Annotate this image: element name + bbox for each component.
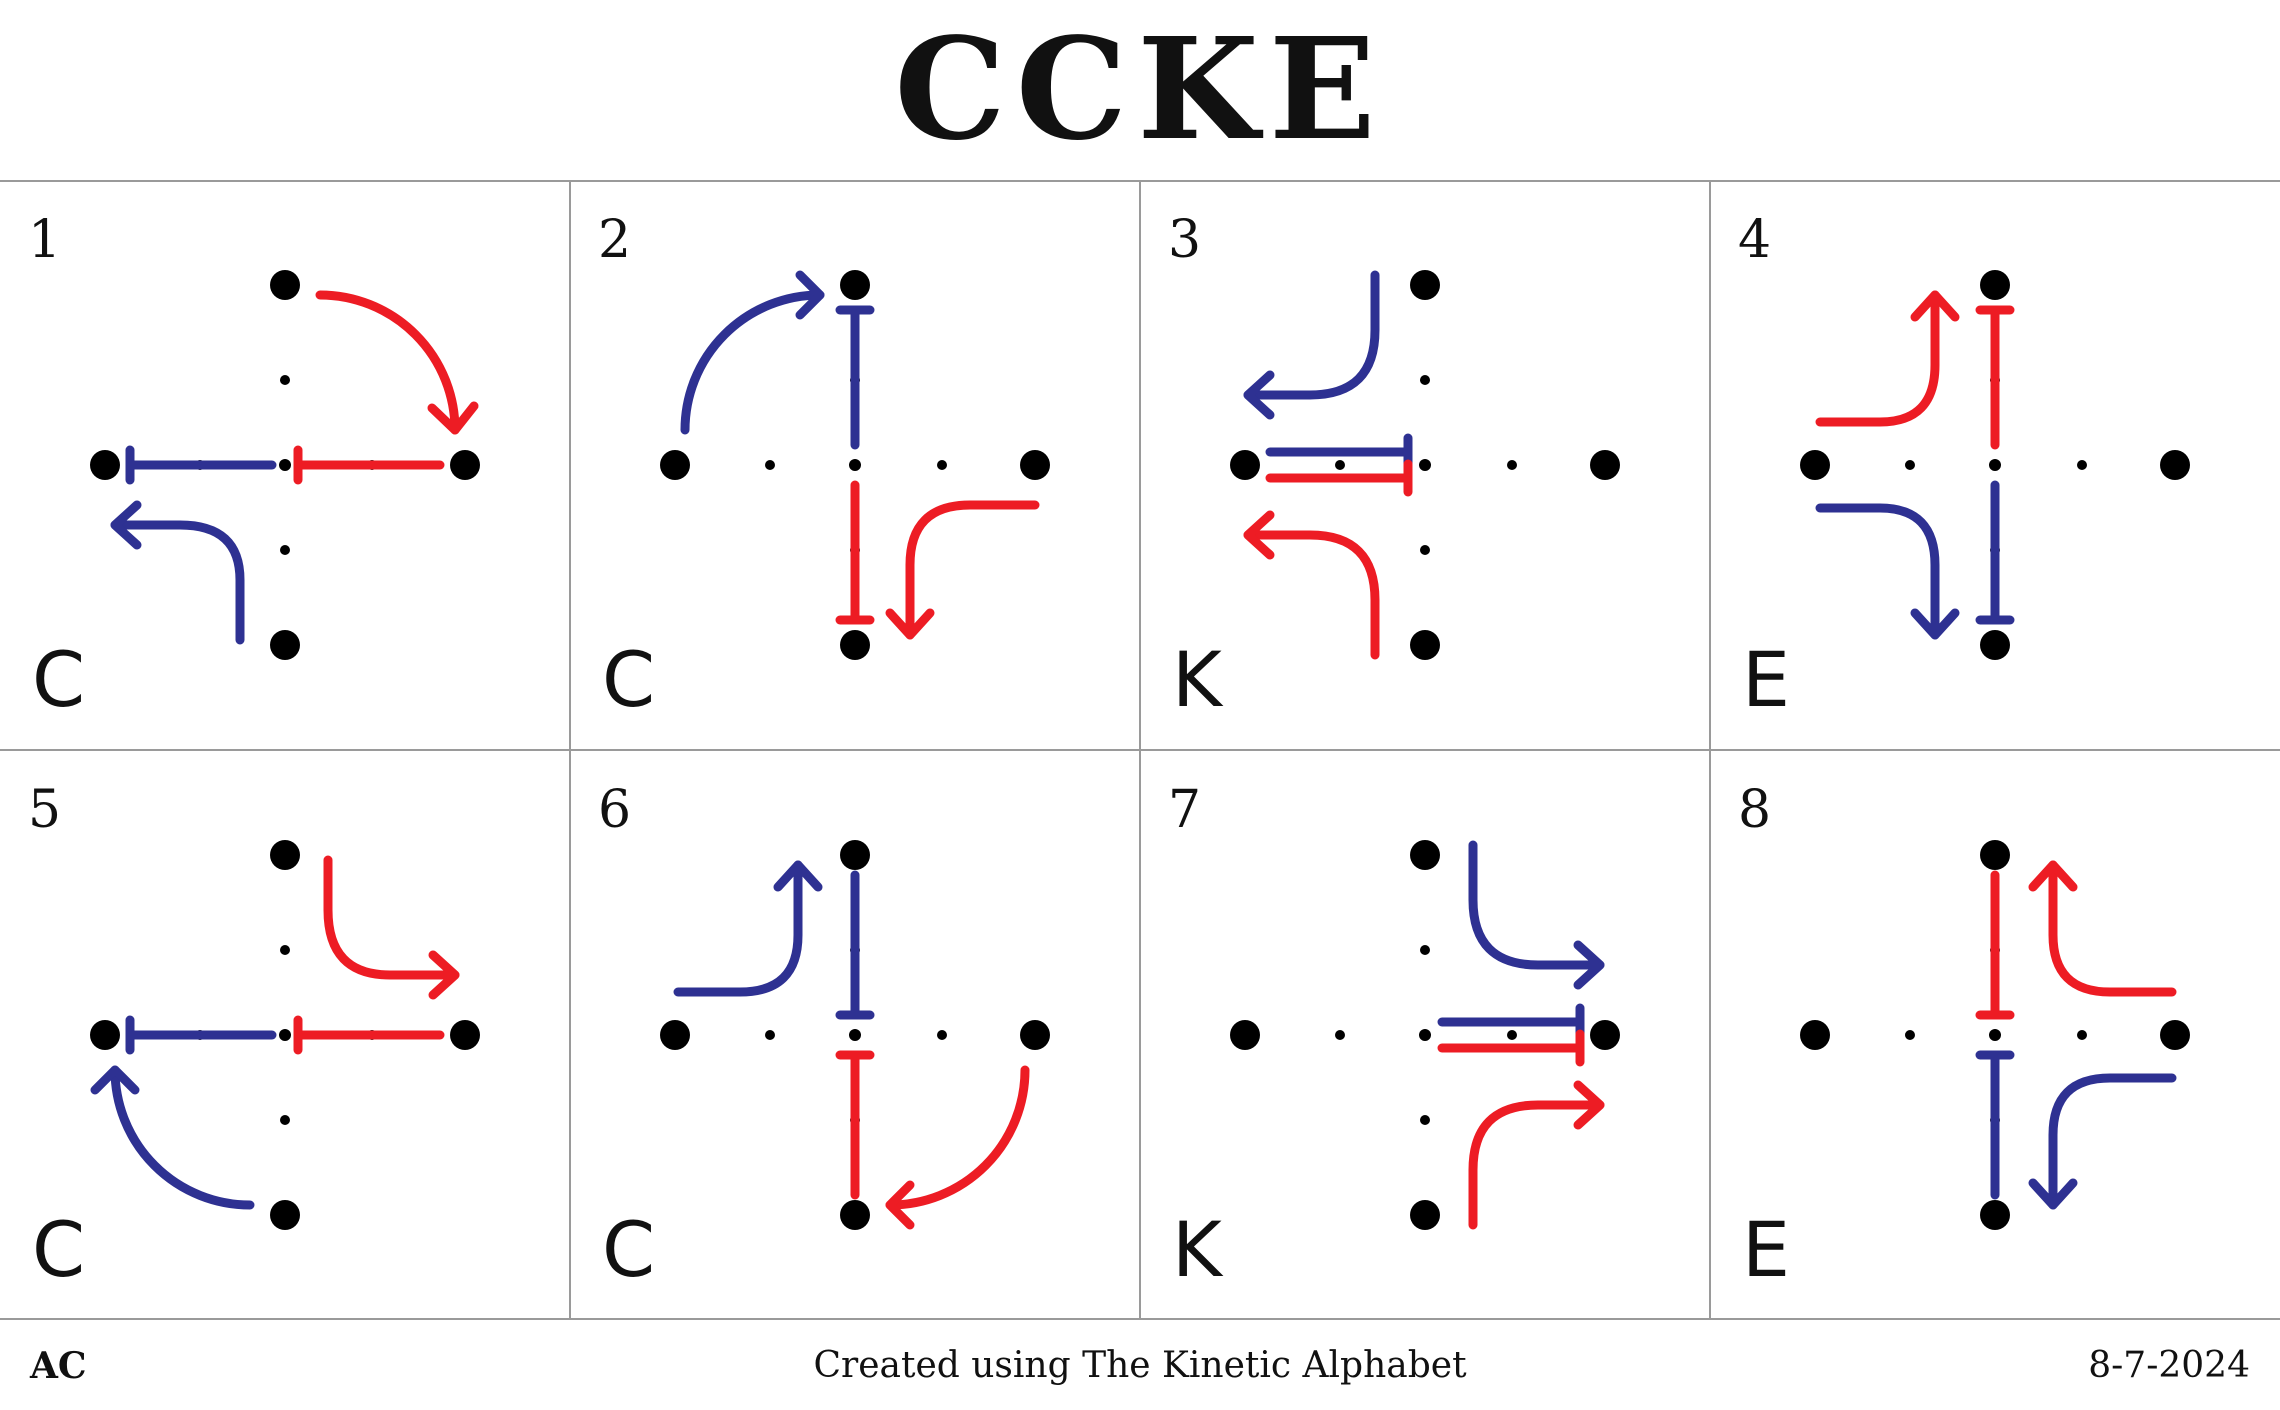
panel-number: 4 bbox=[1738, 210, 1772, 270]
panel-3: 3 K bbox=[1140, 180, 1710, 750]
grid-lines bbox=[0, 180, 2280, 1320]
page-title: CCKE bbox=[894, 8, 1386, 172]
panel-6: 6 C bbox=[570, 750, 1140, 1320]
panel-number: 7 bbox=[1168, 780, 1202, 840]
footer-author: AC bbox=[30, 1345, 87, 1387]
panel-6-diagram bbox=[660, 840, 1050, 1230]
grid-points bbox=[1230, 840, 1620, 1230]
panel-4: 4 E bbox=[1710, 180, 2280, 750]
panel-8-diagram bbox=[1800, 840, 2190, 1230]
panel-7-diagram bbox=[1230, 840, 1620, 1230]
panel-number: 3 bbox=[1168, 210, 1202, 270]
grid-points bbox=[90, 840, 480, 1230]
panel-4-diagram bbox=[1800, 270, 2190, 660]
panel-letter: C bbox=[602, 1205, 656, 1294]
panel-2: 2 C bbox=[570, 180, 1140, 750]
panel-letter: K bbox=[1172, 635, 1222, 724]
footer-credit: Created using The Kinetic Alphabet bbox=[813, 1345, 1467, 1386]
panel-letter: C bbox=[32, 635, 86, 724]
panel-grid: 1 C 2 C bbox=[0, 180, 2280, 1320]
panel-number: 6 bbox=[598, 780, 632, 840]
panel-7: 7 K bbox=[1140, 750, 1710, 1320]
panel-letter: K bbox=[1172, 1205, 1222, 1294]
panel-2-diagram bbox=[660, 270, 1050, 660]
panel-3-diagram bbox=[1230, 270, 1620, 660]
panel-letter: E bbox=[1742, 635, 1791, 724]
panel-5-diagram bbox=[90, 840, 480, 1230]
panel-number: 5 bbox=[28, 780, 62, 840]
panel-5: 5 C bbox=[0, 750, 570, 1320]
grid-points bbox=[1800, 840, 2190, 1230]
panel-1: 1 C bbox=[0, 180, 570, 750]
panel-number: 2 bbox=[598, 210, 632, 270]
grid-points bbox=[1230, 270, 1620, 660]
panel-letter: C bbox=[602, 635, 656, 724]
panel-number: 1 bbox=[28, 210, 62, 270]
grid-points bbox=[90, 270, 480, 660]
panel-letter: E bbox=[1742, 1205, 1791, 1294]
panel-letter: C bbox=[32, 1205, 86, 1294]
panel-8: 8 E bbox=[1710, 750, 2280, 1320]
footer-date: 8-7-2024 bbox=[2088, 1345, 2250, 1386]
grid-points bbox=[660, 270, 1050, 660]
panel-number: 8 bbox=[1738, 780, 1772, 840]
panel-1-diagram bbox=[90, 270, 480, 660]
